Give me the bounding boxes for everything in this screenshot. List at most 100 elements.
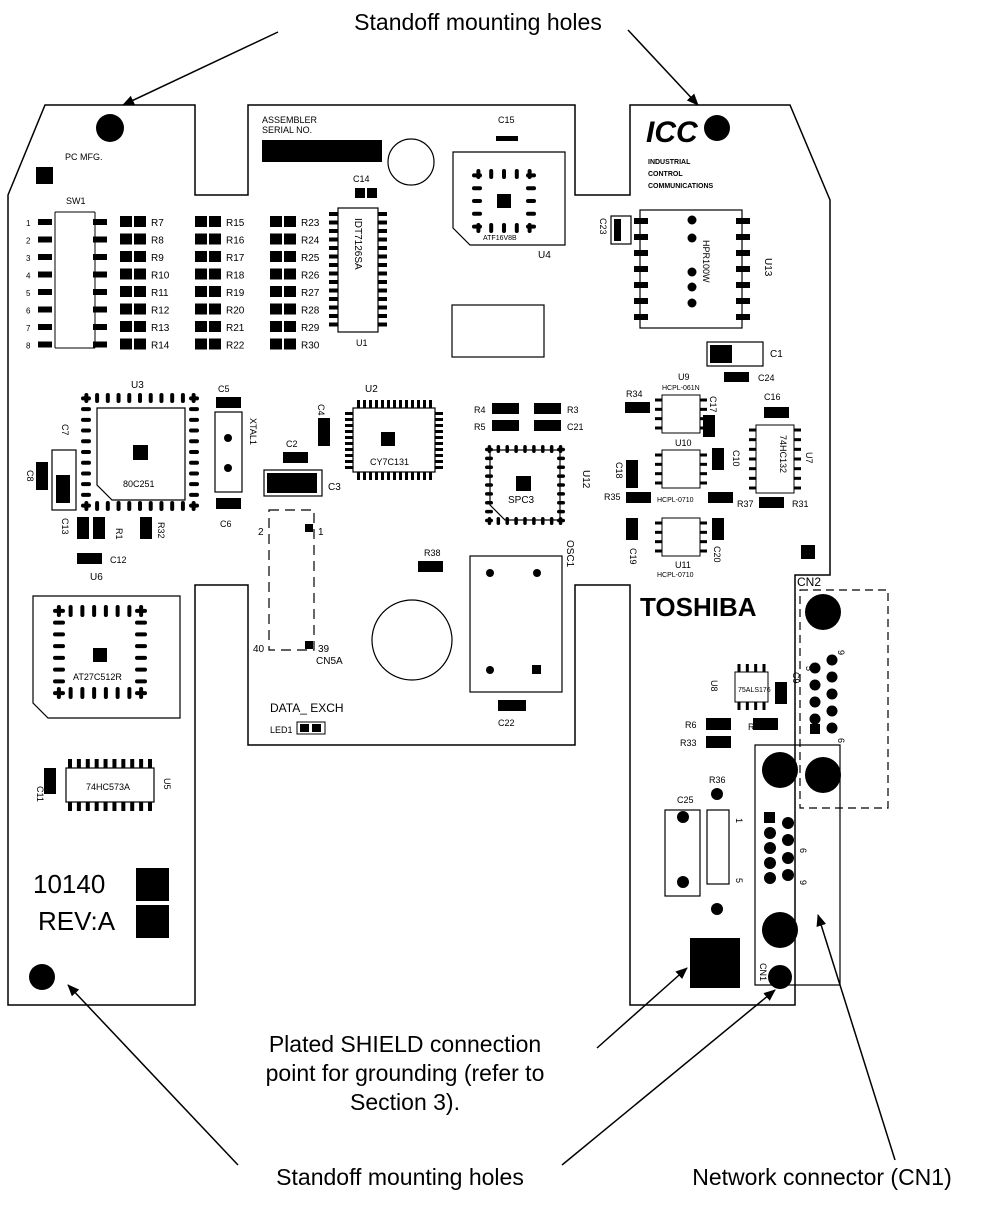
r36-pin-1: 1: [734, 818, 744, 823]
soic-pin-right: [700, 549, 707, 553]
c12-label: C12: [110, 555, 127, 565]
pin-top: [139, 759, 144, 768]
pin-bottom: [532, 517, 536, 525]
soic-pin-left: [749, 486, 756, 490]
u1-pin-left: [329, 305, 338, 310]
resistor-label: R16: [226, 236, 245, 247]
c9-pad: [775, 682, 787, 704]
r5-label: R5: [474, 422, 486, 432]
resistor-pad-b: [209, 303, 221, 315]
pin-bottom: [138, 501, 142, 511]
resistor-pad-b: [209, 216, 221, 227]
u2-pin-bottom: [363, 472, 366, 480]
icc-text-line-1: INDUSTRIAL: [648, 159, 691, 166]
callout-network-connector: Network connector (CN1): [692, 1164, 951, 1190]
u2-pin-bottom: [429, 472, 432, 480]
u2-pin-left: [345, 466, 353, 469]
pc-mfg-label: PC MFG.: [65, 152, 103, 162]
resistor-label: R8: [151, 236, 164, 247]
pin-bottom: [127, 501, 132, 511]
resistor-pad-a: [120, 216, 132, 227]
pin-top: [502, 169, 506, 179]
u4-chip-outline: [452, 151, 566, 246]
u1-pin-left: [329, 254, 338, 259]
callout-top-mounting-holes: Standoff mounting holes: [354, 9, 602, 35]
mounting-hole-bottom-left: [29, 964, 55, 990]
resistor-pad-b: [209, 233, 221, 245]
pin-bottom: [85, 802, 90, 811]
pin-left: [485, 518, 493, 523]
sw1-pin-number: 6: [26, 307, 31, 316]
resistor-pad-a: [270, 233, 282, 245]
u1-pin-right: [378, 237, 387, 242]
resistor-pad-b: [284, 216, 296, 227]
u3-die: [133, 445, 148, 460]
c25-label: C25: [677, 795, 694, 805]
soic-pin-left: [749, 476, 756, 480]
u2-pin-right: [435, 454, 443, 457]
resistor-label: R18: [226, 271, 245, 282]
resistor-pad-a: [195, 286, 207, 297]
c18-pad: [626, 460, 638, 488]
resistor-label: R19: [226, 288, 245, 299]
resistor-pad-b: [134, 286, 146, 297]
u1-pin-right: [378, 263, 387, 267]
c15-label: C15: [498, 115, 515, 125]
mounting-hole-top-left: [96, 114, 124, 142]
resistor-pad-a: [270, 321, 282, 332]
pin-left: [472, 186, 482, 191]
xtal1-pin-a: [224, 434, 232, 442]
pin-top: [541, 445, 545, 453]
pin-bottom: [130, 802, 135, 811]
pin-bottom: [76, 802, 81, 811]
r37-pad: [708, 492, 733, 503]
c6-pad: [216, 498, 241, 509]
pin-top: [139, 605, 144, 617]
soic-pin-right: [700, 472, 707, 476]
pin-right: [557, 456, 565, 461]
resistor-pad-a: [270, 303, 282, 315]
u13-chip-name: HPR100W: [701, 240, 711, 283]
c20-pad: [712, 518, 724, 540]
cn1-pins: [764, 812, 794, 884]
pin-top: [92, 605, 97, 617]
sw1-pin-left: [38, 236, 52, 243]
pin-right: [557, 518, 565, 523]
u2-pin-left: [345, 436, 353, 439]
u9-outline: [661, 394, 701, 434]
resistor-pad-b: [134, 321, 146, 332]
cn2-dashed-outline: [799, 589, 889, 809]
u1-pin-right: [378, 271, 387, 276]
osc1-outline: [469, 555, 563, 693]
c14-label: C14: [353, 174, 370, 184]
pin-bottom: [502, 223, 506, 233]
c16-pad: [764, 407, 789, 418]
pin-bottom: [148, 501, 153, 511]
resistor-pad-a: [195, 233, 207, 245]
pin-top: [148, 393, 153, 403]
u11-pins: [655, 521, 707, 553]
soic-pin-right: [700, 462, 707, 466]
callout-leaders: [67, 29, 896, 1166]
u1-pin-left: [329, 288, 338, 293]
pin-top: [745, 664, 749, 672]
serial-number-block: [262, 140, 382, 162]
u2-pin-bottom: [417, 472, 420, 480]
soic-pin-left: [749, 428, 756, 432]
u2-pin-left: [345, 430, 353, 433]
cn2-connector-pin: [809, 696, 821, 708]
c5-label: C5: [218, 384, 230, 394]
u13-pin-hole: [687, 233, 697, 243]
c4-pad: [318, 418, 330, 446]
sw1-pin-number: 8: [26, 342, 31, 351]
fiducial-circle-top: [387, 138, 435, 186]
cn1-label: CN1: [758, 963, 768, 981]
pin-left: [485, 447, 493, 452]
pin-right: [135, 691, 147, 696]
u2-pin-top: [405, 400, 408, 408]
pin-top: [95, 393, 100, 403]
pin-right: [135, 632, 147, 637]
pin-right: [557, 492, 565, 496]
r36-body: [706, 809, 730, 885]
pin-top: [754, 664, 758, 672]
